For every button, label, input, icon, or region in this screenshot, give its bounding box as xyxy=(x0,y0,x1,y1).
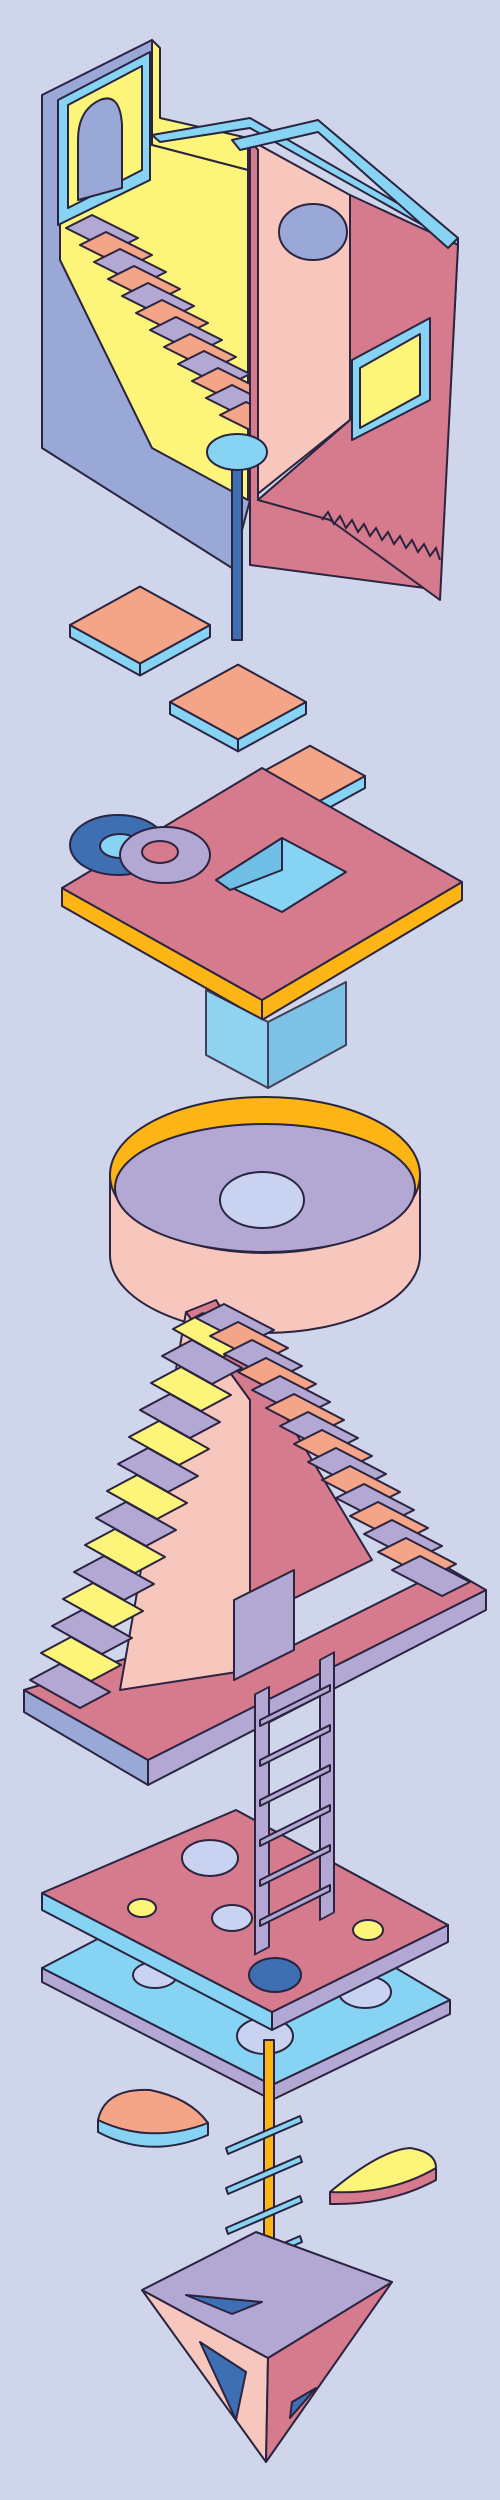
floating-tiles xyxy=(69,585,366,820)
pyramid-left-step xyxy=(73,1555,155,1601)
pyramid-left-step xyxy=(62,1582,144,1628)
pyramid-left-step xyxy=(117,1447,199,1493)
tile-top xyxy=(69,585,211,665)
inv-pyramid-window-left xyxy=(199,2341,247,2421)
ladder-rung xyxy=(259,1684,331,1727)
ring-pool xyxy=(109,1096,421,1334)
upper-hole-5 xyxy=(248,1957,302,1993)
pyramid-door xyxy=(233,1569,295,1681)
pyramid-left-step xyxy=(150,1366,232,1412)
upper-hole-1 xyxy=(181,1839,239,1877)
bead-rung xyxy=(225,2115,303,2155)
pyramid-right-steps xyxy=(195,1303,471,1597)
ladder-rail-left xyxy=(254,1685,270,1956)
stair-pyramid xyxy=(23,1299,487,1786)
tower-staircase xyxy=(65,214,293,439)
half-disc-left xyxy=(97,2088,209,2135)
glass-cube xyxy=(205,981,347,1089)
square-window-opening xyxy=(359,333,421,429)
upper-hole-4 xyxy=(352,1919,384,1941)
pyramid-left-step xyxy=(106,1474,188,1520)
pink-platform xyxy=(61,767,463,1021)
inverted-pyramid xyxy=(141,2231,393,2463)
pyramid-left-step xyxy=(95,1501,177,1547)
inv-pyramid-window-top xyxy=(185,2294,263,2315)
inv-pyramid-window-right xyxy=(289,2387,317,2419)
ladder-rung xyxy=(259,1724,331,1767)
bead-rung xyxy=(225,2195,303,2235)
platform-hole-shadow xyxy=(215,837,283,891)
pyramid-left-step xyxy=(29,1663,111,1709)
pyramid-left-step xyxy=(128,1420,210,1466)
half-discs xyxy=(97,2088,437,2206)
half-disc-right xyxy=(329,2147,437,2194)
pool-center-hole xyxy=(219,1171,305,1229)
pyramid-left-step xyxy=(51,1609,133,1655)
pyramid-right-step xyxy=(391,1555,471,1597)
bead-rung xyxy=(225,2155,303,2195)
pyramid-left-step xyxy=(161,1339,243,1385)
ladder-rungs xyxy=(259,1684,331,1927)
tower-top-edge xyxy=(231,119,459,249)
tower-room xyxy=(41,39,459,641)
tower-pole-hole xyxy=(206,433,268,471)
upper-hole-2 xyxy=(127,1898,157,1918)
ladder xyxy=(254,1651,335,1956)
pyramid-inner-wall-right xyxy=(185,1299,373,1621)
arch-window-opening xyxy=(77,97,123,201)
pyramid-left-step xyxy=(40,1636,122,1682)
ladder-rung xyxy=(259,1764,331,1807)
pyramid-left-step xyxy=(139,1393,221,1439)
tower-sawtooth-edge xyxy=(321,510,441,561)
inv-pyramid-top xyxy=(141,2231,393,2359)
ladder-rung xyxy=(259,1844,331,1887)
pyramid-left-step xyxy=(84,1528,166,1574)
holed-platforms xyxy=(41,1809,451,2101)
cube-right xyxy=(267,981,347,1089)
upper-hole-3 xyxy=(211,1904,253,1932)
round-window xyxy=(278,203,348,261)
ring-lavender-hole xyxy=(141,840,179,864)
tile-top xyxy=(169,663,307,741)
ladder-rung xyxy=(259,1804,331,1847)
ladder-rung xyxy=(259,1884,331,1927)
linked-rings xyxy=(69,814,211,884)
